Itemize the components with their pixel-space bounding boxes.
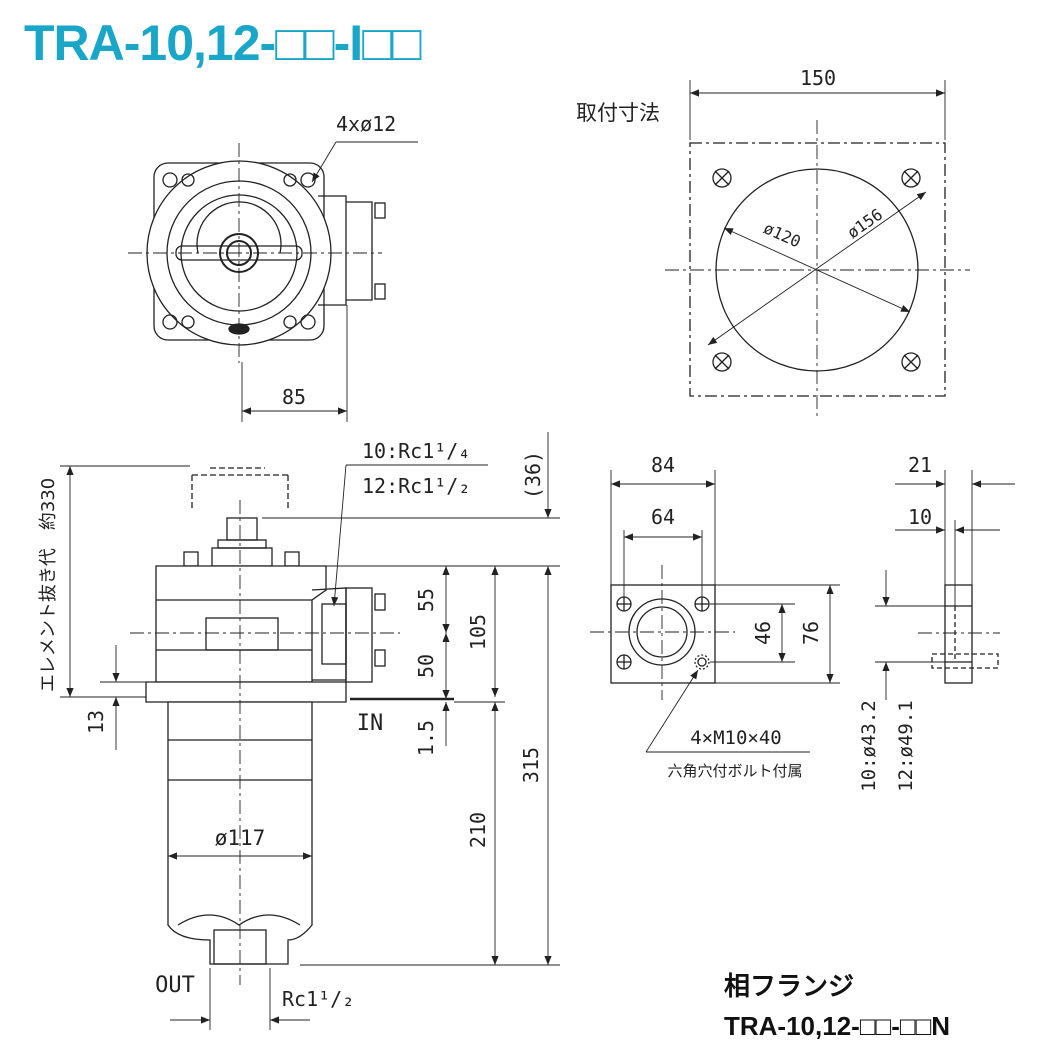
flange-bolts-label: 4×M10×40	[690, 727, 782, 749]
top-view	[128, 141, 418, 422]
out-port-label: Rc1¹/₂	[282, 987, 354, 1011]
dim-64: 64	[651, 505, 675, 529]
dia-10-label: 10:ø43.2	[858, 700, 880, 792]
side-view	[60, 432, 560, 1030]
flange-caption-model: TRA-10,12-□□-□□N	[724, 1011, 950, 1041]
dim-315: 315	[519, 747, 543, 783]
flange-side-view	[875, 470, 1015, 700]
dia-12-label: 12:ø49.1	[895, 700, 917, 792]
dim-13: 13	[84, 710, 108, 734]
dim-55: 55	[414, 588, 438, 612]
dim-36: (36)	[521, 451, 545, 499]
dim-105: 105	[466, 614, 490, 650]
flange-bolt-note: 六角穴付ボルト付属	[667, 762, 802, 780]
dim-85: 85	[282, 385, 306, 409]
dim-50: 50	[414, 654, 438, 678]
dim-210: 210	[466, 812, 490, 848]
port-10-label: 10:Rc1¹/₄	[362, 439, 470, 463]
element-removal-label: エレメント抜き代 約330	[38, 478, 59, 692]
mount-hole-tr	[901, 168, 921, 188]
mount-hole-br	[901, 352, 921, 372]
in-label: IN	[357, 711, 384, 736]
dim-76: 76	[799, 621, 823, 645]
port-12-label: 12:Rc1¹/₂	[362, 474, 470, 498]
dim-84: 84	[651, 453, 675, 477]
bolt-holes-label: 4xø12	[336, 112, 396, 136]
dim-150: 150	[800, 66, 836, 90]
page-title: TRA-10,12-□□-I□□	[24, 15, 422, 71]
dim-21: 21	[908, 453, 932, 477]
flange-caption-title: 相フランジ	[724, 971, 854, 1001]
out-label: OUT	[155, 973, 195, 998]
mount-hole-bl	[712, 352, 732, 372]
mounting-view	[665, 80, 970, 420]
dim-46: 46	[751, 621, 775, 645]
mounting-label: 取付寸法	[576, 101, 660, 125]
dim-10: 10	[908, 505, 932, 529]
mount-hole-tl	[712, 168, 732, 188]
flange-front-view	[590, 470, 840, 753]
dim-1-5: 1.5	[414, 720, 438, 756]
dia-117: ø117	[215, 826, 266, 850]
